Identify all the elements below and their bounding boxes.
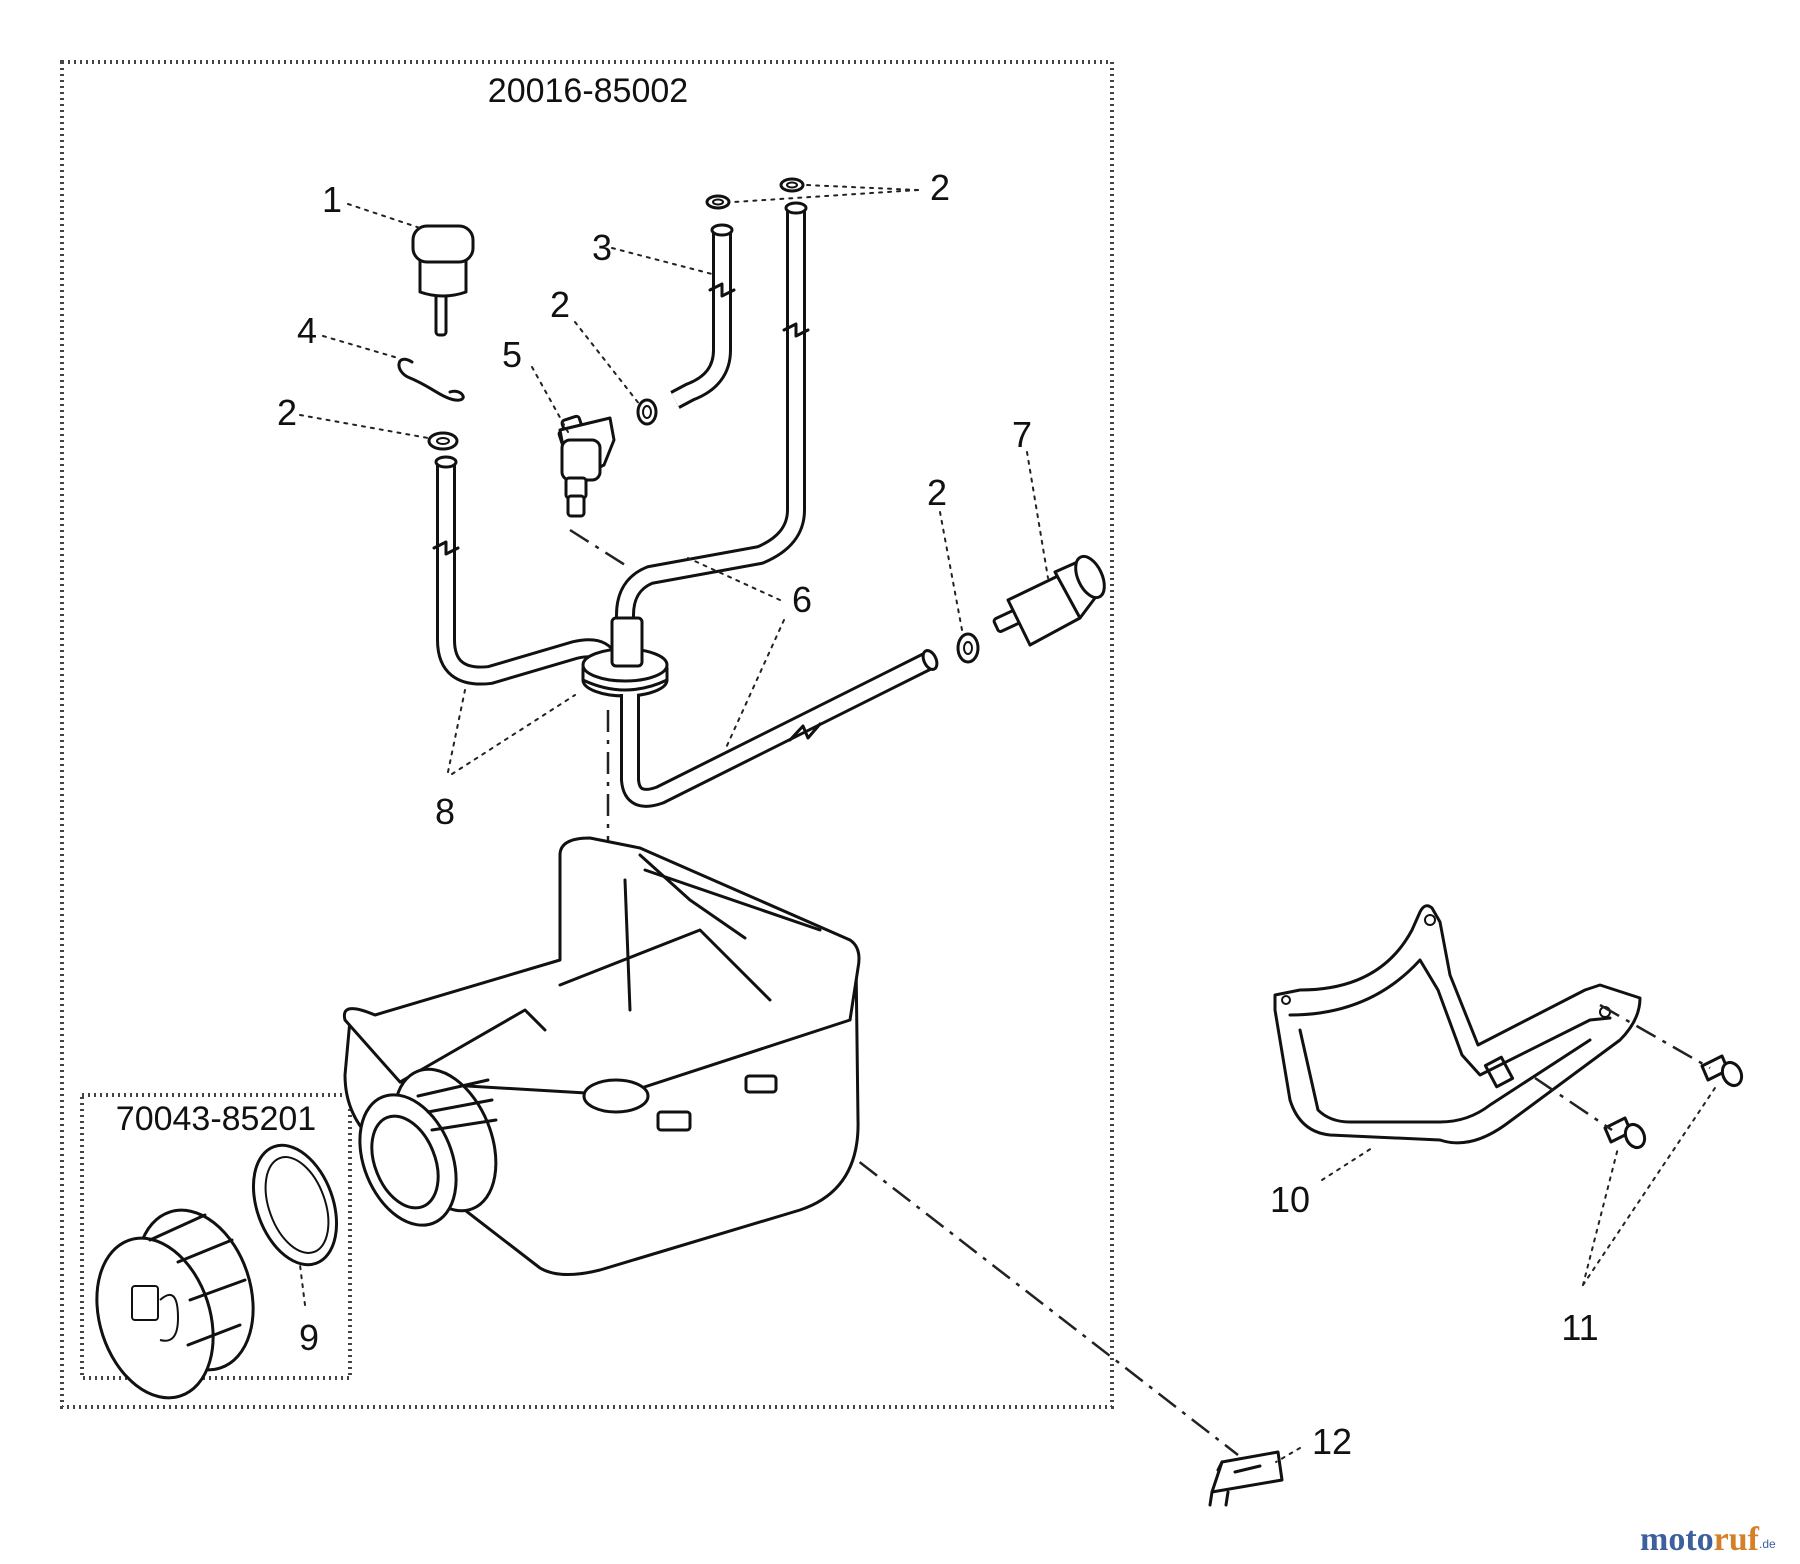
callout-9: 9: [299, 1317, 319, 1358]
callout-3: 3: [592, 227, 612, 268]
callout-2-mid: 2: [550, 284, 570, 325]
leader-3: [611, 247, 713, 275]
leader-2-top-b: [805, 184, 919, 191]
leader-6-b: [724, 619, 785, 751]
screw-right-centerline: [1599, 1003, 1711, 1070]
screw-left-centerline: [1534, 1076, 1613, 1132]
fuel-filter-part: [992, 554, 1106, 647]
leader-2-right: [939, 511, 963, 631]
callout-1: 1: [322, 179, 342, 220]
fuel-tank-assembly-number: 20016-85002: [488, 72, 688, 110]
callout-4: 4: [297, 310, 317, 351]
screw-left: [1603, 1116, 1647, 1150]
leader-9: [299, 1264, 306, 1306]
screw-right: [1700, 1054, 1744, 1088]
tank-cushion-part: [1208, 1450, 1284, 1507]
fuel-cap-gasket-part: [251, 1143, 339, 1267]
o-ring-top-1: [705, 194, 731, 210]
callout-2-right: 2: [927, 472, 947, 513]
leader-2-top-a: [733, 189, 919, 203]
leader-2-left: [299, 414, 429, 439]
callout-12: 12: [1312, 1421, 1352, 1462]
fuel-tank-neck-part: [358, 1067, 498, 1227]
leader-8-b: [451, 694, 576, 775]
tank-bracket-part: [1273, 904, 1642, 1145]
elbow-centerline: [569, 528, 626, 567]
callout-8: 8: [435, 791, 455, 832]
leader-6-a: [687, 557, 781, 601]
leader-1: [347, 203, 421, 229]
breather-filter-part: [411, 224, 475, 337]
callout-5: 5: [502, 334, 522, 375]
o-ring-mid: [636, 398, 658, 426]
fuel-cap-assembly-number: 70043-85201: [116, 1100, 316, 1138]
callout-6: 6: [792, 579, 812, 620]
leader-10: [1321, 1147, 1373, 1181]
o-ring-left: [427, 431, 459, 451]
o-ring-right: [956, 632, 980, 664]
motoruf-watermark-logo: motoruf.de: [1640, 1521, 1776, 1558]
fuel-tank-assembly-frame: [60, 60, 1114, 1409]
svg-text:motoruf.de: motoruf.de: [1640, 1521, 1776, 1558]
leader-2-mid: [574, 321, 641, 406]
leader-11-a: [1582, 1087, 1716, 1286]
leader-5: [531, 366, 569, 433]
fuel-cap-part: [95, 1208, 255, 1400]
return-tube-part: [670, 223, 736, 409]
clip-part: [397, 357, 465, 402]
callout-2-top: 2: [930, 167, 950, 208]
fuel-line-part: [620, 649, 939, 808]
callout-2-left: 2: [277, 392, 297, 433]
fuel-cap-assembly-frame: [80, 1093, 352, 1380]
leader-4: [322, 335, 399, 359]
callout-11: 11: [1561, 1307, 1598, 1348]
tank-grommet-part: [581, 616, 669, 698]
leader-7: [1026, 451, 1049, 579]
callout-10: 10: [1270, 1179, 1310, 1220]
leader-11-b: [1582, 1147, 1619, 1286]
callout-7: 7: [1012, 414, 1032, 455]
elbow-connector-part: [557, 414, 616, 518]
o-ring-top-2: [779, 177, 805, 193]
vent-tube-part: [615, 201, 810, 632]
leader-8-a: [447, 689, 466, 773]
